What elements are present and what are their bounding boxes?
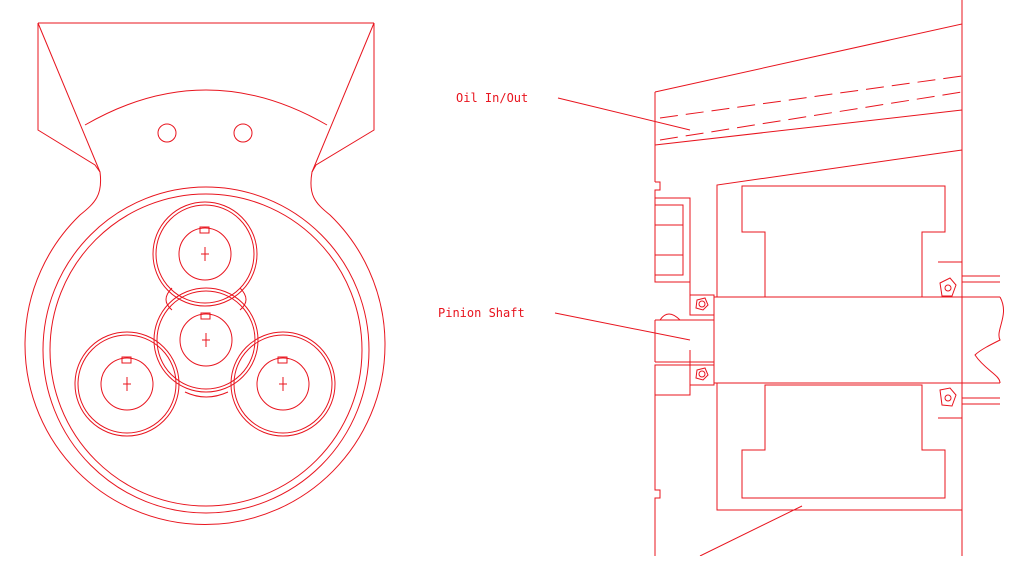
seal-upper-left [689,294,715,316]
mount-hole-left [157,123,177,143]
shaft-key [659,313,681,321]
gear-section-lower [741,384,946,499]
oil-leader-line [557,97,691,131]
mesh-arc [184,391,229,398]
gear-section-upper [741,185,946,298]
end-cap-lower [654,364,691,396]
oil-passage-upper [659,75,963,119]
housing-section-outline [654,0,963,93]
mesh-arc [165,287,173,311]
housing-front-view [24,22,386,525]
end-cap [654,197,691,283]
housing-outer-body [24,171,386,525]
section-view [554,0,1005,557]
oil-passage-lower [659,91,963,141]
gear-right [230,331,336,437]
cavity-lower [716,383,962,511]
pinion-shaft [654,296,1005,384]
housing-bore-outer [42,186,370,514]
hopper-outline [37,23,101,173]
gear-left [74,331,180,437]
keyway [121,356,132,364]
hopper-inner-right [311,22,375,173]
oil-in-out-label: Oil In/Out [456,91,528,105]
housing-top-arc [84,89,328,126]
housing-bore-inner [49,193,363,507]
hopper-outline-right [311,23,375,173]
gear-center [153,287,259,393]
keyway [199,226,210,234]
hopper-inner-left [37,22,101,173]
mount-hole-right [233,123,253,143]
mesh-arc [239,287,247,311]
seal-lower-left [689,364,715,386]
keyway [277,356,288,364]
seal-upper-right [938,261,1000,297]
seal-lower-right [938,387,1000,419]
cavity-upper [716,149,963,297]
gear-leader-line [699,505,803,557]
keyway [200,312,211,320]
pinion-leader-line [554,312,691,341]
gear-top [152,201,258,307]
shaft-break [974,296,1005,384]
pinion-shaft-label: Pinion Shaft [438,306,525,320]
